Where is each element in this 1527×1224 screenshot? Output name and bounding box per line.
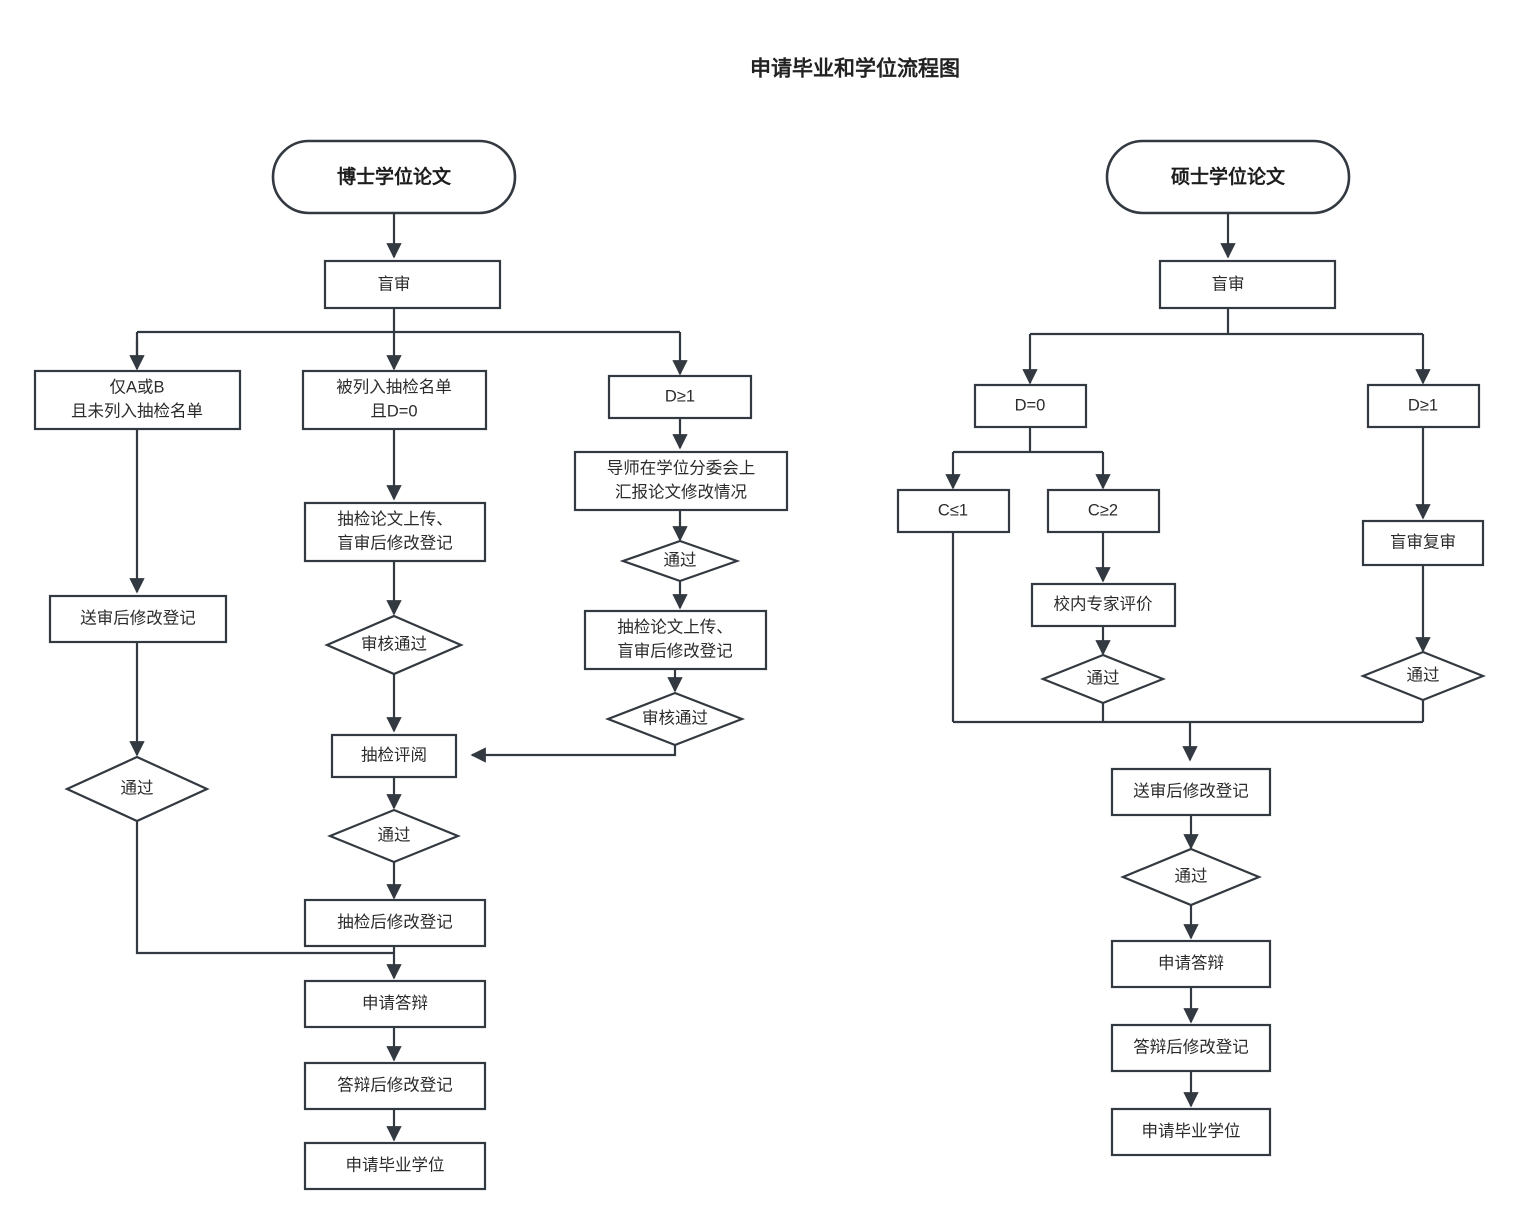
doctoral-branch-c-step1-line2: 汇报论文修改情况 <box>615 482 747 501</box>
edge-master-merge-bus <box>951 532 1425 760</box>
edge-master-split-bus <box>1030 308 1423 336</box>
master-post-submit-shape[interactable] <box>1110 767 1272 817</box>
doctoral-apply-degree-shape[interactable] <box>303 1141 487 1191</box>
doctoral-branch-a-step1-label: 送审后修改登记 <box>80 608 196 627</box>
doctoral-branch-b-step2-shape[interactable] <box>330 733 458 779</box>
master-apply-degree-shape[interactable] <box>1110 1107 1272 1157</box>
doctoral-branch-a-condition-line1: 仅A或B <box>109 377 164 396</box>
master-d0-decision-label: 通过 <box>1087 668 1120 687</box>
doctoral-branch-b-decision2-label: 通过 <box>378 825 411 844</box>
doctoral-apply-defense-label: 申请答辩 <box>362 993 428 1012</box>
edge-branch-c-merge-to-review <box>470 745 677 763</box>
master-post-submit-label: 送审后修改登记 <box>1133 781 1249 800</box>
doctoral-branch-c-condition-shape[interactable] <box>607 374 753 420</box>
master-c-high-label: C≥2 <box>1088 501 1118 519</box>
master-c-low-label: C≤1 <box>938 501 968 519</box>
doctoral-branch-b-step2-label: 抽检评阅 <box>361 745 427 764</box>
doctoral-branch-b-condition-line2: 且D=0 <box>370 402 417 420</box>
master-expert-review-label: 校内专家评价 <box>1054 594 1153 613</box>
master-d1-decision-label: 通过 <box>1407 665 1440 684</box>
master-apply-defense-label: 申请答辩 <box>1158 953 1224 972</box>
master-expert-review-shape[interactable] <box>1030 582 1177 628</box>
master-tail-decision-label: 通过 <box>1175 866 1208 885</box>
doctoral-blind-review-shape[interactable] <box>323 259 502 310</box>
doctoral-branch-c-condition-label: D≥1 <box>665 387 695 405</box>
doctoral-apply-degree-label: 申请毕业学位 <box>346 1155 445 1174</box>
doctoral-branch-c-decision2-label: 审核通过 <box>642 708 708 727</box>
doctoral-branch-c-step2-line2: 盲审后修改登记 <box>617 641 733 660</box>
page-title: 申请毕业和学位流程图 <box>750 57 960 81</box>
doctoral-branch-c-step2-shape[interactable] <box>583 609 768 671</box>
doctoral-branch-b-step3-label: 抽检后修改登记 <box>337 912 453 931</box>
doctoral-branch-b-condition-line1: 被列入抽检名单 <box>336 377 452 396</box>
master-c-low-shape[interactable] <box>896 488 1011 534</box>
doctoral-branch-b-step1-shape[interactable] <box>303 501 487 563</box>
doctoral-branch-a-condition-line2: 且未列入抽检名单 <box>71 401 203 420</box>
master-start-label: 硕士学位论文 <box>1171 165 1286 188</box>
doctoral-start-label: 博士学位论文 <box>337 165 452 188</box>
master-apply-defense-shape[interactable] <box>1110 939 1272 989</box>
doctoral-apply-defense-shape[interactable] <box>303 979 487 1029</box>
doctoral-blind-review-label: 盲审 <box>378 274 411 293</box>
master-d1-condition-shape[interactable] <box>1366 383 1481 429</box>
doctoral-branch-b-step3-shape[interactable] <box>303 898 487 948</box>
edge-doctoral-split-bus <box>135 308 680 367</box>
doctoral-branch-b-decision1-label: 审核通过 <box>361 634 427 653</box>
doctoral-post-defense-label: 答辩后修改登记 <box>337 1075 453 1094</box>
doctoral-branch-b-condition-shape[interactable] <box>301 369 488 431</box>
doctoral-post-defense-shape[interactable] <box>303 1061 487 1111</box>
doctoral-branch-b-step1-line2: 盲审后修改登记 <box>337 533 453 552</box>
doctoral-branch-b-step1-line1: 抽检论文上传、 <box>337 509 453 528</box>
doctoral-branch-c-step1-line1: 导师在学位分委会上 <box>607 458 756 477</box>
master-apply-degree-label: 申请毕业学位 <box>1142 1121 1241 1140</box>
master-post-defense-shape[interactable] <box>1110 1023 1272 1073</box>
master-d1-condition-label: D≥1 <box>1408 396 1438 414</box>
master-post-defense-label: 答辩后修改登记 <box>1133 1037 1249 1056</box>
master-d0-condition-label: D=0 <box>1015 396 1046 414</box>
doctoral-branch-c-step1-shape[interactable] <box>573 450 789 512</box>
master-recheck-label: 盲审复审 <box>1390 532 1456 551</box>
doctoral-branch-c-step2-line1: 抽检论文上传、 <box>617 617 733 636</box>
master-blind-review-shape[interactable] <box>1158 259 1337 310</box>
doctoral-branch-a-decision-label: 通过 <box>121 778 154 797</box>
edge-branch-a-merge-route <box>135 821 394 955</box>
master-blind-review-label: 盲审 <box>1212 274 1245 293</box>
doctoral-branch-c-decision1-label: 通过 <box>664 550 697 569</box>
edge-master-d0-split-bus <box>953 427 1103 454</box>
